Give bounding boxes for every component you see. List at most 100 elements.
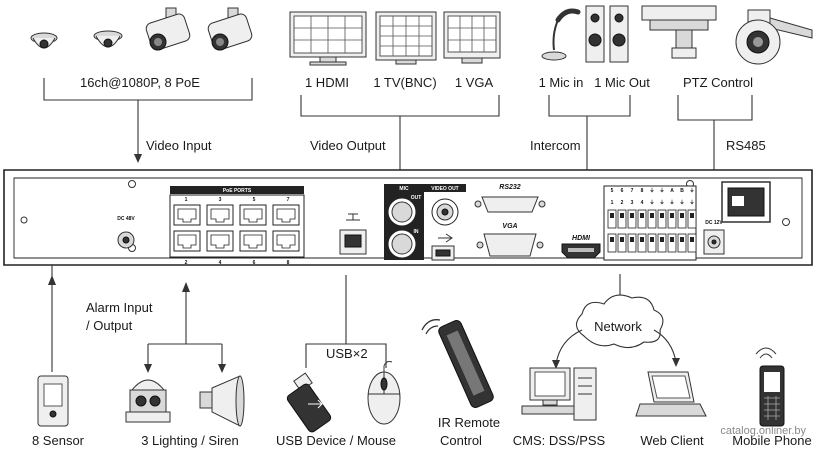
usb-bracket (305, 275, 387, 368)
alarm-terminal-label: 7 (631, 188, 634, 194)
bullet-camera-icon (145, 7, 191, 51)
desktop-computer-icon (521, 367, 597, 421)
intercom-label: Intercom (530, 138, 581, 153)
mic-panel-label: MIC (399, 186, 409, 192)
sensor-arrow (48, 275, 56, 285)
lighting-siren-bracket (147, 343, 223, 370)
speaker-icon (609, 5, 629, 63)
poe-rj45-socket (239, 230, 267, 252)
tv-monitor-icon (375, 11, 437, 65)
hdmi-panel-label: HDMI (572, 235, 591, 242)
alarm-terminal (617, 209, 627, 253)
dc12v-label: DC 12V (705, 220, 723, 226)
watermark: catalog.onliner.by (720, 425, 806, 437)
dome-camera-icon (93, 30, 123, 48)
panel-screw (128, 180, 136, 188)
alarm-terminal-label: 1 (611, 200, 614, 206)
sensor-label: 8 Sensor (32, 433, 85, 448)
laptop-icon (635, 371, 707, 417)
alarm-terminal-label: 2 (621, 200, 624, 206)
alarm-terminal-label: 3 (631, 200, 634, 206)
hdmi-monitor-icon (289, 11, 367, 66)
mouse-icon (367, 361, 401, 425)
usb-port-icon (431, 233, 455, 261)
rs485-label: RS485 (726, 138, 766, 153)
alarm-terminal-label: 4 (641, 200, 644, 206)
video-output-bracket (300, 95, 500, 117)
video-input-bracket (43, 78, 253, 101)
video-output-label: Video Output (310, 138, 386, 153)
panel-screw (782, 218, 790, 226)
alarm-arrow (182, 282, 190, 292)
alarm-terminal (627, 209, 637, 253)
network-label: Network (594, 319, 642, 334)
cms-line (555, 329, 583, 365)
ptz-control-label: PTZ Control (683, 75, 753, 90)
video-input-arrow (134, 154, 142, 163)
ptz-camera-icon (641, 5, 717, 59)
alarm-terminal-label: ⏚ (689, 199, 694, 206)
alarm-terminal (647, 209, 657, 253)
intercom-bracket (548, 95, 631, 117)
dc48v-label: DC 48V (117, 216, 135, 222)
cms-label: CMS: DSS/PSS (513, 433, 606, 448)
usb-x2-label: USB×2 (326, 346, 368, 361)
ir-remote-icon (421, 319, 494, 408)
speed-dome-icon (735, 9, 813, 65)
ir-remote-label-line1: IR Remote (438, 415, 500, 430)
alarm-label-line1: Alarm Input (86, 300, 153, 315)
hdmi-port (561, 243, 601, 259)
rs232-panel-label: RS232 (499, 184, 521, 191)
network-cloud-icon (575, 294, 664, 349)
rs232-port (474, 196, 546, 213)
alarm-terminal-label: ⏚ (659, 199, 664, 206)
video-input-label: Video Input (146, 138, 212, 153)
alarm-terminal (677, 209, 687, 253)
dome-camera-icon (30, 32, 58, 49)
alarm-terminal-label: A (670, 188, 674, 194)
microphone-icon (541, 8, 581, 61)
alarm-terminal (657, 209, 667, 253)
alarm-terminal-label: 5 (611, 188, 614, 194)
poe-number-1: 1 (185, 197, 188, 203)
alarm-terminal-label: B (680, 188, 684, 194)
cameras-label: 16ch@1080P, 8 PoE (80, 75, 200, 90)
siren-icon (199, 375, 245, 427)
vga-panel-label: VGA (502, 223, 517, 230)
video-out-panel-label: VIDEO OUT (431, 186, 459, 192)
alarm-terminal (637, 209, 647, 253)
mic-out-panel-label: OUT (411, 195, 422, 201)
ir-remote-label-line2: Control (440, 433, 482, 448)
vga-monitor-icon (443, 11, 501, 64)
vga-port (476, 233, 544, 257)
usb-device-mouse-label: USB Device / Mouse (276, 433, 396, 448)
poe-rj45-socket (272, 230, 300, 252)
poe-number-6: 6 (253, 260, 256, 266)
vga-label: 1 VGA (455, 75, 494, 90)
alarm-terminal-label: 6 (621, 188, 624, 194)
alarm-sensor-icon (37, 375, 69, 427)
poe-number-8: 8 (287, 260, 290, 266)
poe-rj45-socket (173, 204, 201, 226)
cms-arrow (552, 360, 560, 369)
tv-bnc-label: 1 TV(BNC) (373, 75, 436, 90)
poe-ports-title: PoE PORTS (223, 188, 252, 194)
alarm-terminal-label: ⏚ (689, 187, 694, 194)
poe-rj45-sockets (173, 204, 300, 252)
poe-rj45-socket (206, 230, 234, 252)
lan-port-icon (339, 213, 367, 255)
poe-rj45-socket (206, 204, 234, 226)
mobile-phone-icon (755, 347, 785, 427)
alarm-terminal (607, 209, 617, 253)
mobile-phone-label: Mobile Phone (732, 433, 812, 448)
poe-number-7: 7 (287, 197, 290, 203)
alarm-terminal (667, 209, 677, 253)
poe-ports-block: PoE PORTS 1 3 5 7 2 4 6 8 (169, 186, 305, 266)
web-client-arrow (672, 358, 680, 367)
warning-light-icon (125, 379, 171, 423)
panel-screw (20, 216, 28, 224)
rs485-bracket (677, 95, 753, 121)
lighting-arrow (144, 364, 152, 373)
